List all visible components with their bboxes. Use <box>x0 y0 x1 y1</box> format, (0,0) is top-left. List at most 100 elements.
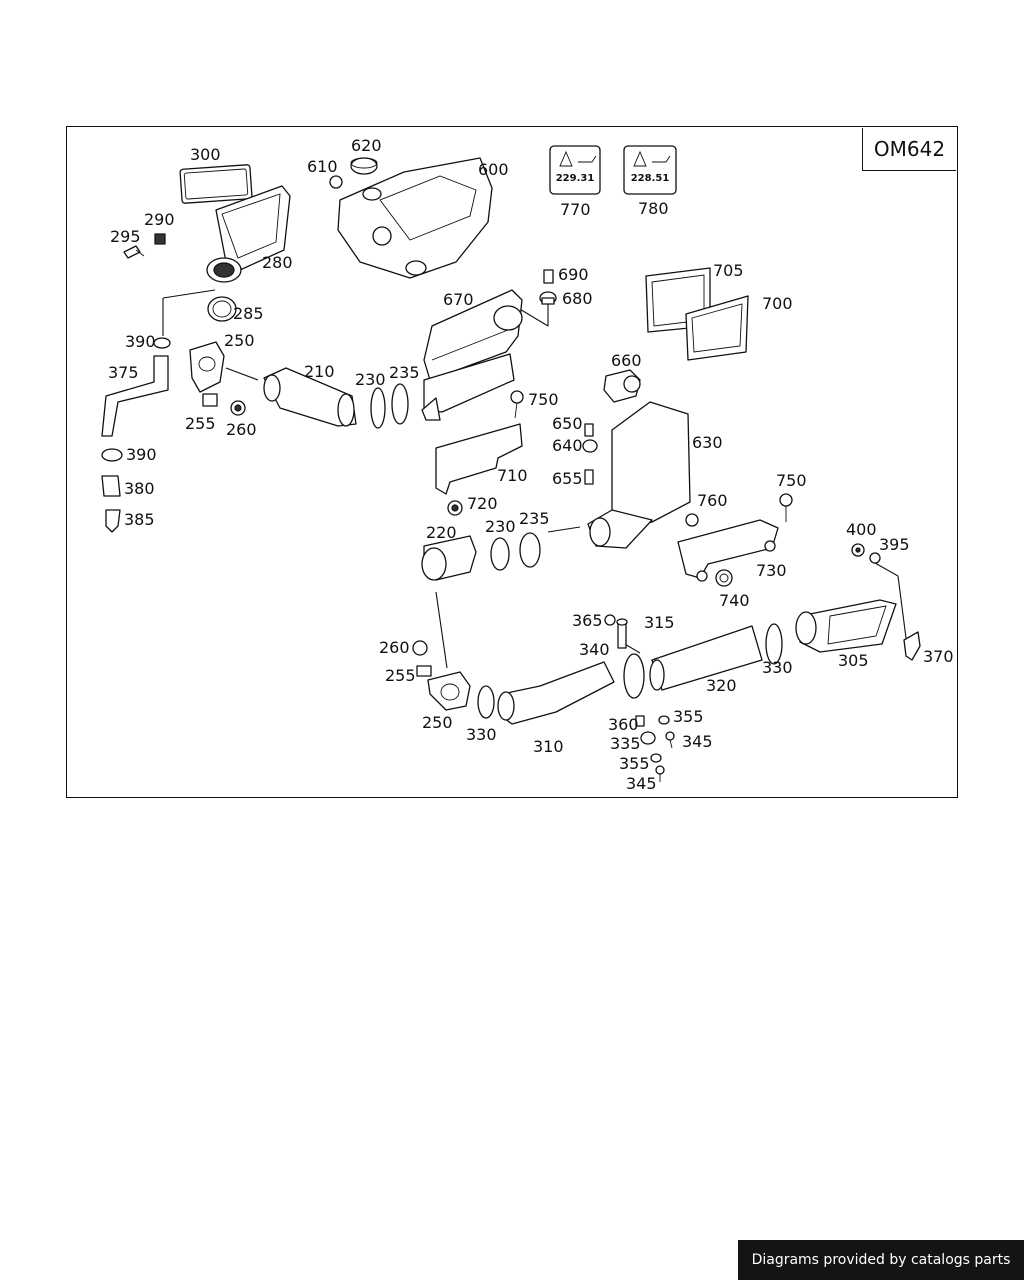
callout-210: 210 <box>304 362 335 381</box>
part-230-upper-gasket <box>370 387 386 429</box>
callout-370: 370 <box>923 647 954 666</box>
callout-700: 700 <box>762 294 793 313</box>
part-315-gasket <box>623 653 645 699</box>
callout-400: 400 <box>846 520 877 539</box>
part-335-grommet <box>640 731 656 745</box>
callout-600: 600 <box>478 160 509 179</box>
part-710-bracket <box>435 423 523 495</box>
callout-395: 395 <box>879 535 910 554</box>
callout-660: 660 <box>611 351 642 370</box>
callout-750: 750 <box>528 390 559 409</box>
part-380-hose-end <box>101 475 121 497</box>
part-300-seal-plate <box>179 164 253 204</box>
callout-375: 375 <box>108 363 139 382</box>
part-360-sleeve <box>635 715 645 727</box>
part-255-upper-nut <box>202 393 218 407</box>
sticker-780-code: 228.51 <box>631 173 670 184</box>
part-220-air-duct <box>421 535 477 581</box>
callout-330-right: 330 <box>762 658 793 677</box>
part-750-bolt-right <box>779 493 793 522</box>
callout-340: 340 <box>579 640 610 659</box>
callout-610: 610 <box>307 157 338 176</box>
part-730-mounting-bracket <box>677 519 779 582</box>
callout-290: 290 <box>144 210 175 229</box>
part-345-bolt-upper <box>665 731 675 749</box>
part-610-grommet <box>329 175 343 189</box>
callout-235-lower: 235 <box>519 509 550 528</box>
part-235-upper-gasket <box>391 383 409 425</box>
footer-attribution-text: Diagrams provided by catalogs parts <box>751 1252 1011 1268</box>
part-640-grommet <box>582 439 598 453</box>
part-330-clamp-right <box>765 623 783 665</box>
callout-330-left: 330 <box>466 725 497 744</box>
callout-300: 300 <box>190 145 221 164</box>
part-395-grommet <box>869 552 881 564</box>
callout-380: 380 <box>124 479 155 498</box>
part-760-screw <box>685 513 699 527</box>
callout-630: 630 <box>692 433 723 452</box>
callout-335: 335 <box>610 734 641 753</box>
callout-680: 680 <box>562 289 593 308</box>
callout-345-lower: 345 <box>626 774 657 793</box>
callout-750-right: 750 <box>776 471 807 490</box>
callout-655: 655 <box>552 469 583 488</box>
callout-760: 760 <box>697 491 728 510</box>
callout-385: 385 <box>124 510 155 529</box>
part-280-air-intake-snorkel <box>206 185 291 283</box>
callout-705: 705 <box>713 261 744 280</box>
sticker-770 <box>549 145 601 195</box>
part-400-washer <box>851 543 865 557</box>
part-600-engine-cover <box>337 157 493 279</box>
part-355-washer-lower <box>650 753 662 763</box>
callout-250: 250 <box>224 331 255 350</box>
callout-650: 650 <box>552 414 583 433</box>
part-340-connector <box>616 618 628 649</box>
part-655-sleeve <box>584 469 594 485</box>
parts-diagram-frame <box>66 126 958 798</box>
callout-260-lower: 260 <box>379 638 410 657</box>
part-345-bolt-lower <box>655 765 665 782</box>
engine-code-label: OM642 <box>862 128 956 171</box>
part-750-bolt <box>510 390 524 419</box>
callout-780: 780 <box>638 199 669 218</box>
callout-255-lower: 255 <box>385 666 416 685</box>
part-630-air-filter-box <box>587 401 691 549</box>
callout-220: 220 <box>426 523 457 542</box>
callout-315: 315 <box>644 613 675 632</box>
part-285-clamp <box>207 296 237 322</box>
callout-320: 320 <box>706 676 737 695</box>
callout-305: 305 <box>838 651 869 670</box>
leader-lines <box>162 289 907 669</box>
callout-640: 640 <box>552 436 583 455</box>
part-680-mount <box>539 291 557 305</box>
part-260-lower-bolt <box>412 640 428 656</box>
callout-670: 670 <box>443 290 474 309</box>
part-670-air-filter-housing-top <box>423 289 523 381</box>
callout-295: 295 <box>110 227 141 246</box>
part-305-intake-funnel <box>795 599 897 653</box>
part-320-intake-hose <box>649 625 763 691</box>
sticker-770-code: 229.31 <box>556 173 595 184</box>
part-255-lower-nut <box>416 665 432 677</box>
part-310-intake-pipe <box>497 661 615 725</box>
callout-230: 230 <box>355 370 386 389</box>
part-375-drain-hose <box>101 355 169 437</box>
part-330-clamp-left <box>477 685 495 719</box>
part-250-lower-flange <box>427 671 471 711</box>
callout-345-upper: 345 <box>682 732 713 751</box>
part-720-mount <box>447 500 463 516</box>
part-660-sensor <box>603 369 641 403</box>
callout-690: 690 <box>558 265 589 284</box>
part-690-bolt <box>543 269 554 284</box>
callout-230-lower: 230 <box>485 517 516 536</box>
part-390-lower-clamp <box>101 448 123 462</box>
part-290-clip <box>154 233 166 245</box>
callout-390-lower: 390 <box>126 445 157 464</box>
part-air-filter-housing-bottom <box>421 353 515 421</box>
part-355-washer-upper <box>658 715 670 725</box>
callout-285: 285 <box>233 304 264 323</box>
callout-365: 365 <box>572 611 603 630</box>
callout-390: 390 <box>125 332 156 351</box>
part-295-screw <box>123 245 145 259</box>
